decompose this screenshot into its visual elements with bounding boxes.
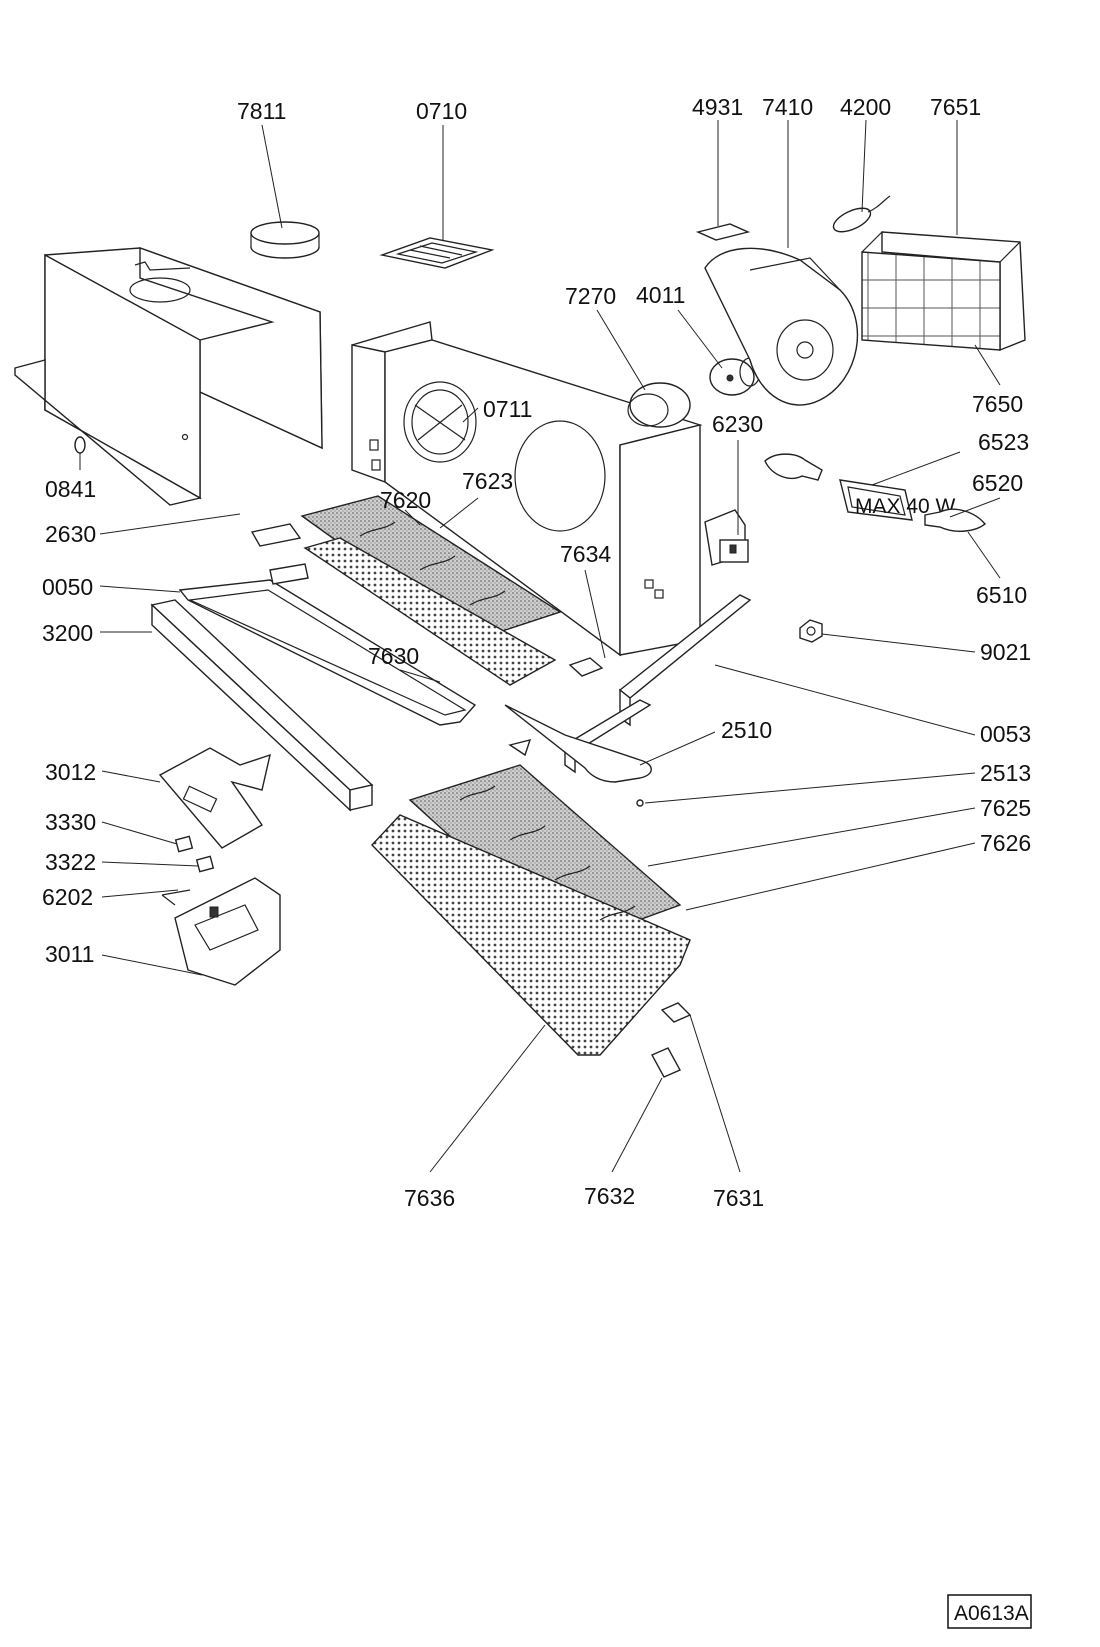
part-label-7270: 7270 <box>565 283 616 309</box>
part-label-4931: 4931 <box>692 94 743 120</box>
collar-ring-part <box>250 221 320 259</box>
grease-filter-lower-part <box>371 764 691 1056</box>
part-label-0710: 0710 <box>416 98 467 124</box>
damper-plate-part <box>379 237 495 269</box>
fan-housing-part <box>704 247 859 406</box>
part-label-4200: 4200 <box>840 94 891 120</box>
part-label-6523: 6523 <box>978 429 1029 455</box>
knob-part-3322 <box>195 855 215 873</box>
part-label-6202: 6202 <box>42 884 93 910</box>
part-label-0050: 0050 <box>42 574 93 600</box>
part-label-7634: 7634 <box>560 541 611 567</box>
part-label-7623: 7623 <box>462 468 513 494</box>
grease-filter-upper-part <box>300 495 562 686</box>
part-label-3200: 3200 <box>42 620 93 646</box>
part-label-7811: 7811 <box>237 98 286 124</box>
leader-lines <box>79 119 1001 1173</box>
inner-frame-part <box>178 523 477 726</box>
part-label-3330: 3330 <box>45 809 96 835</box>
motor-part <box>627 357 761 428</box>
bulb-part-right <box>924 508 986 532</box>
part-label-7626: 7626 <box>980 830 1031 856</box>
capacitor-part <box>832 195 891 233</box>
part-label-7625: 7625 <box>980 795 1031 821</box>
handle-rail-part <box>504 704 652 807</box>
part-label-3012: 3012 <box>45 759 96 785</box>
part-label-7631: 7631 <box>713 1185 764 1211</box>
switch-part <box>704 509 749 566</box>
hood-casing-part <box>14 247 323 506</box>
control-cover-part <box>158 747 271 849</box>
part-label-0053: 0053 <box>980 721 1031 747</box>
clip-part-7631 <box>660 1002 692 1023</box>
part-label-7636: 7636 <box>404 1185 455 1211</box>
part-label-7651: 7651 <box>930 94 981 120</box>
chassis-frame-part <box>351 321 703 657</box>
part-label-2510: 2510 <box>721 717 772 743</box>
clip-part-7632 <box>651 1047 681 1078</box>
lamp-holder-text: MAX 40 W <box>855 495 956 518</box>
part-label-0711: 0711 <box>483 396 532 422</box>
part-label-7632: 7632 <box>584 1183 635 1209</box>
clip-part-0841 <box>74 436 86 454</box>
part-label-3322: 3322 <box>45 849 96 875</box>
clip-part-7634 <box>568 657 604 677</box>
carbon-filter-part <box>861 231 1026 352</box>
drawing-reference-text: A0613A <box>954 1602 1029 1625</box>
part-label-7630: 7630 <box>368 643 419 669</box>
lamp-holder-part: MAX 40 W <box>839 479 956 521</box>
part-label-7650: 7650 <box>972 391 1023 417</box>
control-module-part <box>161 877 281 986</box>
bulb-part-left <box>764 453 823 481</box>
part-label-3011: 3011 <box>45 941 94 967</box>
nut-part <box>799 619 823 643</box>
part-label-2630: 2630 <box>45 521 96 547</box>
part-label-4011: 4011 <box>636 282 685 308</box>
part-label-6230: 6230 <box>712 411 763 437</box>
part-label-0841: 0841 <box>45 476 96 502</box>
front-bar-part <box>150 599 374 812</box>
part-label-6520: 6520 <box>972 470 1023 496</box>
part-label-9021: 9021 <box>980 639 1031 665</box>
part-label-7410: 7410 <box>762 94 813 120</box>
part-label-7620: 7620 <box>380 487 431 513</box>
part-label-6510: 6510 <box>976 582 1027 608</box>
plate-part-4931 <box>695 223 751 241</box>
part-label-2513: 2513 <box>980 760 1031 786</box>
drawing-reference-box: A0613A <box>947 1594 1032 1629</box>
knob-part-3330 <box>174 835 194 853</box>
